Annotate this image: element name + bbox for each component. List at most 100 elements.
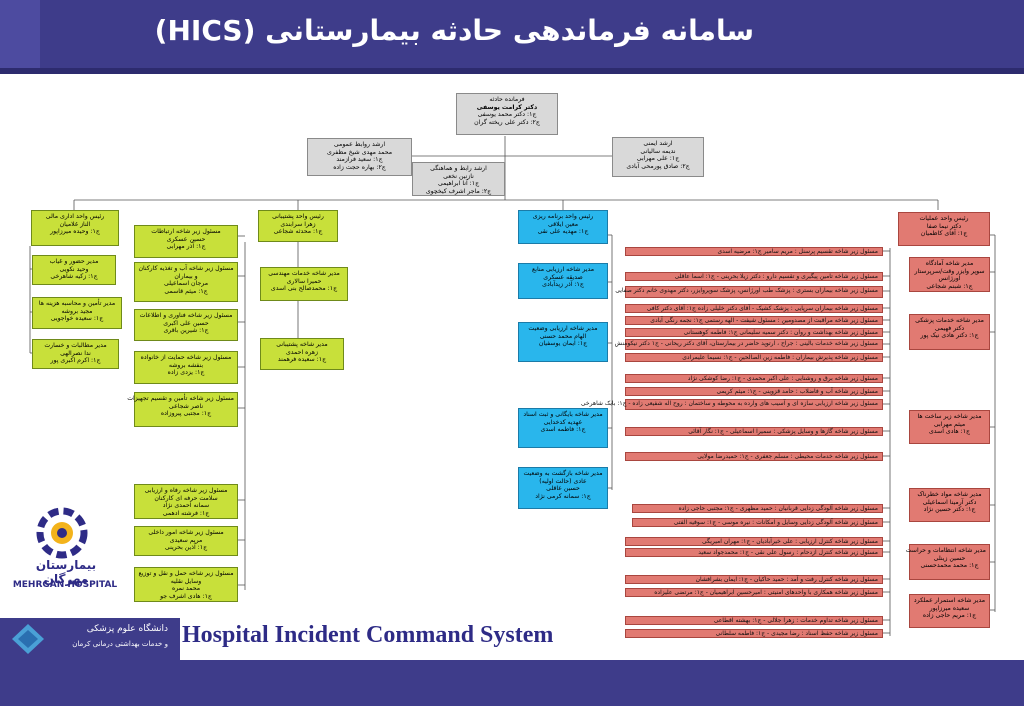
branch-deputy: ج۱: فاطمه اسدی bbox=[540, 426, 586, 434]
unit-name: ناصر شجاعی bbox=[168, 402, 204, 410]
branch-deputy: ج۱: مریم حاجی زاده bbox=[922, 612, 977, 620]
liaison-box: ارشد رابط و هماهنگی نازنین نخعی ج۱: آنا … bbox=[412, 162, 505, 196]
branch-deputy: ج۱: سمانه کرمی نژاد bbox=[535, 492, 591, 500]
branch-title: مدیر شاخه ارزیابی منابع bbox=[531, 266, 595, 273]
operations-unit-bar: مسئول زیر شاخه بهداشت و روان : دکتر سمیه… bbox=[625, 328, 883, 337]
operations-branch-box: مدیر شاخه مواد خطرناک دکتر آرمینا اسماعی… bbox=[909, 488, 990, 522]
unit-title: مسئول زیر شاخه امور داخلی bbox=[148, 529, 224, 536]
branch-name: دکتر فهیمی bbox=[934, 324, 965, 332]
unit-title: مدیر مطالبات و خسارت bbox=[44, 342, 107, 349]
operations-unit-bar: مسئول زیر شاخه تداوم خدمات : زهرا جلالی … bbox=[625, 616, 883, 625]
unit-deputy: ج۱: فرشته ادهمی bbox=[162, 509, 210, 517]
unit-deputy: ج۱: میثم قاسمی bbox=[164, 287, 208, 295]
planning-branch-box: مدیر شاخه بایگانی و ثبت اسناد عهدیه کدخد… bbox=[518, 408, 608, 448]
logistics-unit-box: مسئول زیر شاخه ارتباطات حسین عسکری ج۱: آ… bbox=[134, 225, 238, 258]
safety-deputy1: ج۱: علی مهرابی bbox=[636, 155, 680, 163]
logistics-unit-box: مسئول زیر شاخه حمایت از خانواده بنفشه بر… bbox=[134, 351, 238, 384]
unit-deputy: ج۱: آذر مهرابی bbox=[166, 243, 206, 251]
unit-title: مسئول زیر شاخه آب و تغذیه کارکنان و بیما… bbox=[138, 265, 234, 280]
branch-deputy: ج۱: آذر زیدآبادی bbox=[542, 281, 584, 289]
logistics-unit-box: مسئول زیر شاخه امور داخلی مریم سعیدی ج۱:… bbox=[134, 526, 238, 556]
logistics-unit-box: مسئول زیر شاخه تأمین و تقسیم تجهیزات ناص… bbox=[127, 392, 238, 427]
logistics-unit-box: مسئول زیر شاخه حمل و نقل و توزیع وسایل ن… bbox=[134, 567, 238, 602]
logistics-branch-box: مدیر شاخه خدمات مهندسی حمیرا سالاری ج۱: … bbox=[260, 267, 348, 301]
branch-title: مدیر شاخه زیر ساخت ها bbox=[917, 413, 982, 420]
operations-unit-bar: مسئول زیر شاخه آلودگی زدایی وسایل و امکا… bbox=[632, 518, 883, 527]
hospital-logo bbox=[14, 507, 110, 562]
operations-unit-bar: مسئول زیر شاخه گازها و وسایل پزشکی : سمی… bbox=[625, 427, 883, 436]
unit-deputy: ج۱: زکیه شاهرخی bbox=[50, 273, 98, 281]
operations-unit-bar: مسئول زیر شاخه تامین پیگیری و تقسیم دارو… bbox=[625, 272, 883, 281]
university-subtitle: و خدمات بهداشتی درمانی کرمان bbox=[72, 640, 168, 648]
branch-name: سعیده میرزاپور bbox=[929, 604, 970, 612]
branch-deputy: ج۱: سعیده فرهمند bbox=[277, 356, 327, 364]
branch-deputy: ج۱: شبنم شجاعی bbox=[926, 282, 973, 290]
operations-branch-box: مدیر شاخه خدمات پزشکی دکتر فهیمی ج۱: دکت… bbox=[909, 314, 990, 350]
branch-deputy: ج۱: هادی اسدی bbox=[928, 428, 971, 436]
unit-name: مرجان اسماعیلی bbox=[163, 280, 209, 288]
operations-unit-bar: مسئول زیر شاخه مراقبت از مصدومین : مسئول… bbox=[625, 316, 883, 325]
operations-head-name: دکتر نیما صفا bbox=[926, 222, 962, 230]
logistics-unit-box: مسئول زیر شاخه رفاه و ارزیابی سلامت حرفه… bbox=[134, 484, 238, 519]
finance-head-deputy: ج۱: وحیده میرزاپور bbox=[50, 228, 100, 236]
pr-deputy2: ج۲: بهاره حجت زاده bbox=[333, 163, 386, 171]
unit-title: مسئول زیر شاخه حمایت از خانواده bbox=[140, 354, 232, 361]
pr-name: محمد مهدی شیخ مظفری bbox=[326, 148, 393, 156]
branch-title: مدیر شاخه ارزیابی وضعیت bbox=[528, 325, 598, 332]
header-banner: سامانه فرماندهی حادثه بیمارستانی (HICS) bbox=[0, 0, 1024, 74]
operations-unit-bar: مسئول زیر شاخه خدمات محیطی : مسلم جعفری … bbox=[625, 452, 883, 461]
operations-unit-bar: مسئول زیر شاخه حفظ اسناد : رضا مجیدی - ج… bbox=[625, 629, 883, 638]
unit-deputy: ج۱: مجتبی پیروزاده bbox=[160, 410, 212, 418]
operations-unit-bar: مسئول زیر شاخه پذیرش بیماران : فاطمه زین… bbox=[625, 353, 883, 362]
branch-deputy: ج۱: دکتر هادی نیک پور bbox=[920, 332, 979, 340]
branch-deputy: ج۱: دکتر حسین نژاد bbox=[923, 506, 976, 514]
planning-head-title: رئیس واحد برنامه ریزی bbox=[532, 213, 594, 220]
branch-title: مدیر شاخه آمادگاه bbox=[925, 260, 974, 267]
unit-deputy: ج۱: آذین بحرینی bbox=[164, 544, 208, 552]
logistics-head-name: زهرا سرابندی bbox=[280, 220, 316, 228]
university-banner: دانشگاه علوم پزشکی و خدمات بهداشتی درمان… bbox=[0, 618, 180, 660]
branch-name: حسین زینلی bbox=[933, 554, 966, 562]
safety-name: ندیمه سالیانی bbox=[640, 147, 676, 155]
operations-head-title: رئیس واحد عملیات bbox=[919, 215, 969, 222]
operations-unit-bar: مسئول زیر شاخه همکاری با واحدهای امنیتی … bbox=[625, 588, 883, 597]
university-name: دانشگاه علوم پزشکی bbox=[86, 624, 168, 634]
branch-title: مدیر شاخه استمرار عملکرد bbox=[913, 597, 986, 604]
commander-deputy1: ج۱: دکتر محمد یوسفی bbox=[477, 111, 537, 119]
logo-emblem-icon bbox=[36, 507, 88, 559]
branch-name: زهره احمدی bbox=[285, 348, 319, 356]
operations-unit-bar: مسئول زیر شاخه ارزیابی سازه ای و آسیب ها… bbox=[581, 399, 883, 410]
operations-branch-box: مدیر شاخه انتظامات و حراست حسین زینلی ج۱… bbox=[906, 544, 990, 580]
logistics-head-deputy: ج۱: محدثه شجاعی bbox=[273, 228, 323, 236]
unit-title: مسئول زیر شاخه حمل و نقل و توزیع وسایل ن… bbox=[138, 570, 234, 585]
finance-head-title: رئیس واحد اداری مالی bbox=[45, 213, 105, 220]
unit-title: مسئول زیر شاخه فناوری و اطلاعات bbox=[139, 312, 233, 319]
unit-title: مدیر حضور و غیاب bbox=[49, 258, 99, 265]
planning-head-box: رئیس واحد برنامه ریزی معین ایلاقی ج۱: مه… bbox=[518, 210, 608, 244]
unit-title: مسئول زیر شاخه ارتباطات bbox=[151, 228, 221, 235]
english-title: Hospital Incident Command System bbox=[182, 622, 554, 648]
branch-name: حمیرا سالاری bbox=[286, 277, 322, 285]
planning-head-deputy: ج۱: مهدیه علی نقی bbox=[537, 228, 589, 236]
unit-title: مسئول زیر شاخه رفاه و ارزیابی سلامت حرفه… bbox=[144, 487, 228, 502]
operations-unit-bar: مسئول زیر شاخه برق و روشنایی : علی اکبر … bbox=[625, 374, 883, 383]
planning-branch-box: مدیر شاخه ارزیابی منابع صدیقه عسکری ج۱: … bbox=[518, 263, 608, 299]
operations-branch-box: مدیر شاخه زیر ساخت ها میثم مهرابی ج۱: ها… bbox=[909, 410, 990, 444]
branch-title: مدیر شاخه بایگانی و ثبت اسناد bbox=[523, 411, 603, 418]
operations-unit-bar: مسئول زیر شاخه کنترل رفت و آمد : حمید حا… bbox=[625, 575, 883, 584]
commander-title: فرمانده حادثه bbox=[489, 96, 525, 103]
logo-name-fa: بیمارستان مهرگان bbox=[35, 558, 97, 586]
operations-unit-bar: مسئول زیر شاخه بیماران سرپایی : پزشک کشی… bbox=[625, 304, 883, 313]
unit-title: مسئول زیر شاخه تأمین و تقسیم تجهیزات bbox=[127, 395, 234, 402]
logistics-unit-box: مسئول زیر شاخه آب و تغذیه کارکنان و بیما… bbox=[134, 262, 238, 302]
logo-name-en: MEHRGAN HOSPITAL bbox=[12, 580, 118, 590]
operations-head-box: رئیس واحد عملیات دکتر نیما صفا ج۱: آقای … bbox=[898, 212, 990, 246]
finance-head-box: رئیس واحد اداری مالی الناز غلامیان ج۱: و… bbox=[31, 210, 119, 246]
liaison-name: نازنین نخعی bbox=[443, 172, 474, 180]
operations-unit-bar: مسئول زیر شاخه بیماران بستری : پزشک طب ا… bbox=[615, 286, 883, 298]
operations-unit-bar: مسئول زیر شاخه تقسیم پرسنل : مریم سامیر … bbox=[625, 247, 883, 256]
operations-unit-bar: مسئول زیر شاخه آلودگی زدایی قربانیان : ح… bbox=[632, 504, 883, 513]
planning-head-name: معین ایلاقی bbox=[547, 220, 579, 228]
branch-name: سوپر وایزر وقت/سرپرستار اورژانس bbox=[914, 267, 985, 283]
